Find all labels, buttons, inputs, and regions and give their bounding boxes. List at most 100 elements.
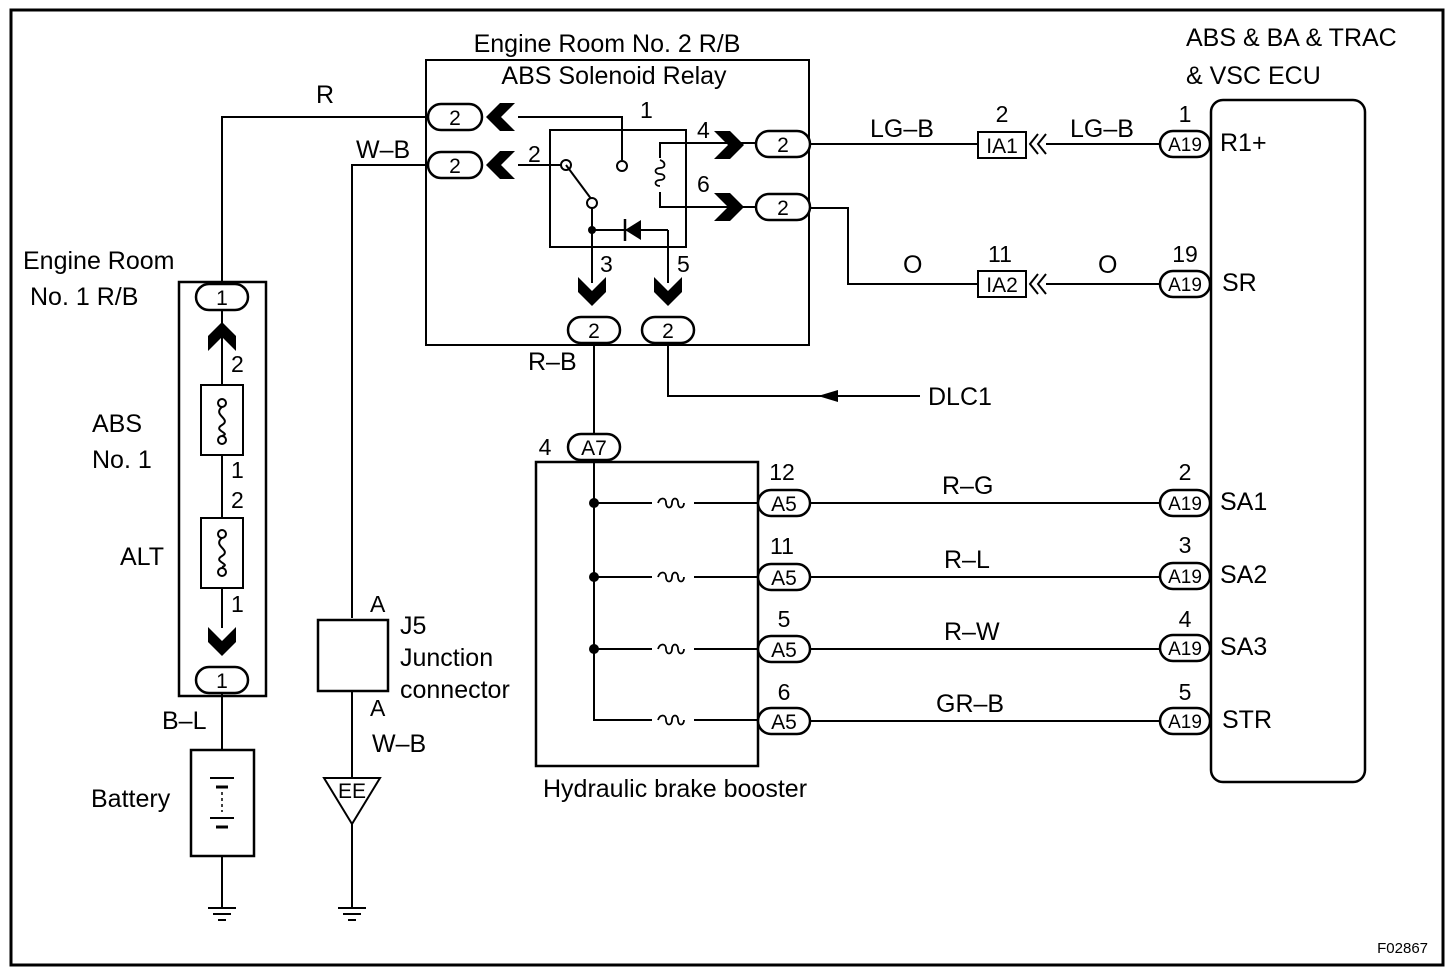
- wire-rb-label: R–B: [528, 348, 577, 376]
- svg-text:A19: A19: [1168, 567, 1202, 588]
- battery-icon: [189, 748, 256, 858]
- wire-rl-label: R–L: [944, 546, 990, 574]
- svg-text:2: 2: [231, 487, 244, 513]
- wire-wb-lower-label: W–B: [372, 730, 426, 758]
- svg-text:A5: A5: [771, 493, 797, 516]
- relay-connector-bottom-5: 2 5: [640, 251, 696, 345]
- svg-text:19: 19: [1172, 241, 1198, 267]
- diode-icon: [625, 220, 641, 240]
- wire-o-label-1: O: [903, 251, 922, 279]
- dlc1-label: DLC1: [928, 383, 992, 411]
- battery-label: Battery: [91, 785, 171, 813]
- junction-connector-j5: A A J5 Junction connector: [316, 591, 510, 721]
- abs-solenoid-relay: [549, 129, 687, 248]
- svg-text:SR: SR: [1222, 269, 1257, 297]
- svg-text:1: 1: [216, 670, 228, 693]
- svg-text:SA1: SA1: [1220, 488, 1267, 516]
- ecu-block: ABS & BA & TRAC & VSC ECU A19 1 R1+ A19 …: [1158, 24, 1397, 784]
- junction-label-2: connector: [400, 676, 510, 704]
- svg-text:R1+: R1+: [1220, 129, 1267, 157]
- abs-fuse-label-2: No. 1: [92, 446, 152, 474]
- relay-connector-mid-left: 2: [426, 150, 515, 180]
- svg-text:2: 2: [1179, 459, 1192, 485]
- svg-text:2: 2: [777, 134, 789, 157]
- wire-rw-label: R–W: [944, 618, 1000, 646]
- svg-text:STR: STR: [1222, 706, 1272, 734]
- svg-text:SA2: SA2: [1220, 561, 1267, 589]
- junction-label-1: Junction: [400, 644, 493, 672]
- wire-wb: [351, 164, 428, 618]
- svg-text:SA3: SA3: [1220, 633, 1267, 661]
- svg-text:4: 4: [697, 117, 710, 143]
- svg-text:1: 1: [231, 457, 244, 483]
- svg-text:1: 1: [231, 591, 244, 617]
- relay-block-title: Engine Room No. 2 R/B: [474, 30, 741, 58]
- svg-text:2: 2: [449, 107, 461, 130]
- figure-id: F02867: [1377, 940, 1428, 957]
- booster-label: Hydraulic brake booster: [543, 775, 807, 803]
- rb1-title-2: No. 1 R/B: [30, 283, 138, 311]
- alt-fuse-label: ALT: [120, 543, 164, 571]
- svg-text:1: 1: [640, 97, 653, 123]
- svg-text:6: 6: [778, 679, 791, 705]
- svg-text:EE: EE: [338, 780, 366, 803]
- svg-text:IA1: IA1: [986, 135, 1018, 158]
- svg-text:1: 1: [216, 287, 228, 310]
- svg-text:4: 4: [539, 434, 552, 460]
- wire-r-label: R: [316, 81, 334, 109]
- svg-text:A19: A19: [1168, 494, 1202, 515]
- ground-icon: [338, 907, 366, 921]
- relay-block-no1: Engine Room No. 1 R/B 1 2 ABS No. 1 1 2 …: [23, 247, 268, 698]
- junction-id: J5: [400, 612, 426, 640]
- svg-text:2: 2: [662, 320, 674, 343]
- ground-point-ee: EE: [322, 777, 382, 826]
- svg-text:IA2: IA2: [986, 274, 1018, 297]
- svg-text:5: 5: [1179, 679, 1192, 705]
- svg-text:4: 4: [1179, 606, 1192, 632]
- hydraulic-brake-booster: Hydraulic brake booster A7 4 A5 12 A5 11…: [534, 432, 812, 803]
- svg-text:A: A: [370, 695, 386, 721]
- svg-text:3: 3: [1179, 532, 1192, 558]
- alt-fuse: [200, 517, 244, 589]
- svg-text:5: 5: [677, 251, 690, 277]
- abs-fuse-label-1: ABS: [92, 410, 142, 438]
- ecu-title-2: & VSC ECU: [1186, 62, 1321, 90]
- svg-text:A: A: [370, 591, 386, 617]
- wire-lgb-label-1: LG–B: [870, 115, 934, 143]
- svg-text:5: 5: [778, 606, 791, 632]
- relay-connector-top-left: 2: [426, 102, 515, 132]
- svg-text:A19: A19: [1168, 275, 1202, 296]
- svg-text:12: 12: [769, 459, 795, 485]
- svg-text:11: 11: [770, 533, 794, 559]
- svg-text:A19: A19: [1168, 712, 1202, 733]
- wire-rg-label: R–G: [942, 472, 993, 500]
- svg-text:2: 2: [528, 141, 541, 167]
- wire-bl-label: B–L: [162, 707, 207, 735]
- wire-grb-label: GR–B: [936, 690, 1004, 718]
- relay-connector-right-bottom: 2: [714, 192, 812, 222]
- svg-text:A7: A7: [581, 437, 607, 460]
- svg-text:6: 6: [697, 171, 710, 197]
- relay-connector-bottom-3: 2 3: [566, 251, 622, 345]
- relay-block-no2: Engine Room No. 2 R/B ABS Solenoid Relay: [425, 30, 810, 346]
- ground-icon: [208, 907, 236, 921]
- rb1-title-1: Engine Room: [23, 247, 174, 275]
- svg-text:2: 2: [449, 155, 461, 178]
- connector-ia2: IA2 11: [977, 241, 1047, 298]
- wire-lgb-label-2: LG–B: [1070, 115, 1134, 143]
- svg-text:A5: A5: [771, 639, 797, 662]
- ecu-title-1: ABS & BA & TRAC: [1186, 24, 1397, 52]
- svg-text:2: 2: [588, 320, 600, 343]
- svg-text:11: 11: [988, 241, 1012, 267]
- diagram-frame: [9, 8, 1445, 967]
- svg-text:2: 2: [996, 101, 1009, 127]
- svg-text:2: 2: [777, 197, 789, 220]
- relay-name: ABS Solenoid Relay: [501, 62, 727, 90]
- svg-text:2: 2: [231, 351, 244, 377]
- svg-text:3: 3: [600, 251, 613, 277]
- relay-connector-right-top: 2: [714, 129, 812, 159]
- svg-text:A19: A19: [1168, 135, 1202, 156]
- svg-text:A19: A19: [1168, 639, 1202, 660]
- svg-text:A5: A5: [771, 711, 797, 734]
